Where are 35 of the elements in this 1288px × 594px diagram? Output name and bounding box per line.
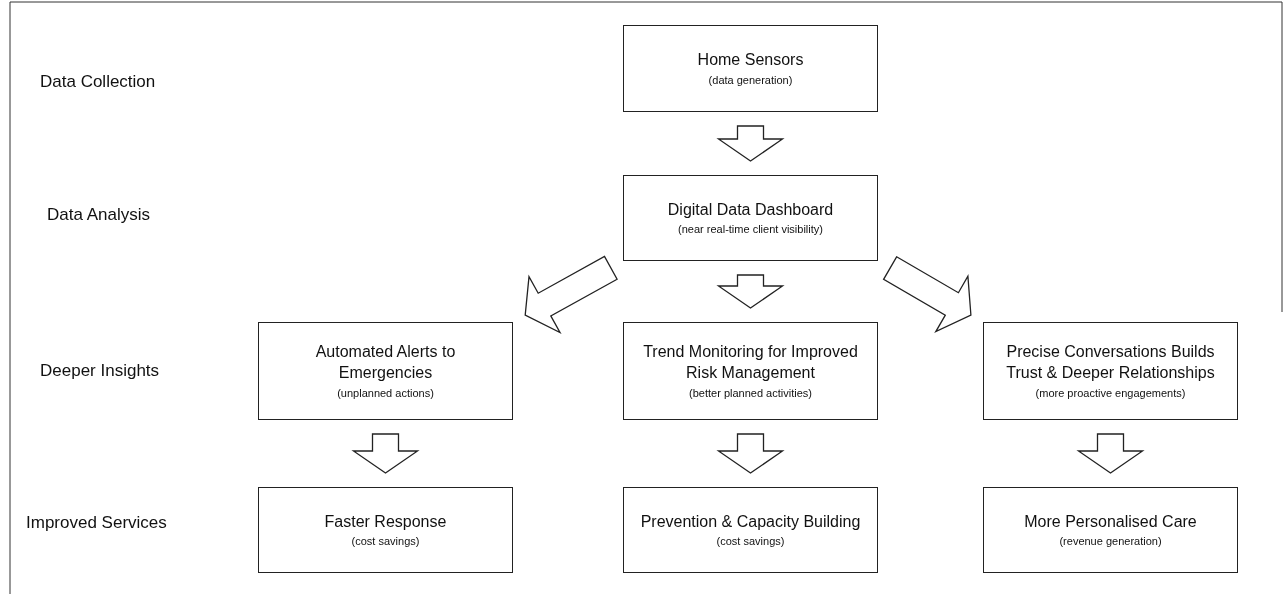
row-label: Improved Services xyxy=(26,513,167,533)
box-title: Prevention & Capacity Building xyxy=(640,511,861,532)
box-title: Precise Conversations Builds Trust & Deeper Relationships xyxy=(1005,341,1216,384)
box-title: More Personalised Care xyxy=(1024,511,1197,532)
box-title: Faster Response xyxy=(324,511,447,532)
box-subtitle: (cost savings) xyxy=(351,534,420,550)
box-subtitle: (data generation) xyxy=(708,72,793,88)
block-arrow xyxy=(716,433,785,474)
box-title: Home Sensors xyxy=(697,50,804,70)
row-label: Data Collection xyxy=(40,72,156,92)
box-subtitle: (near real-time client visibility) xyxy=(678,222,823,238)
box-subtitle: (revenue generation) xyxy=(1059,534,1162,550)
row-label: Data Analysis xyxy=(47,205,150,225)
box-subtitle: (unplanned actions) xyxy=(337,385,434,401)
process-box xyxy=(623,322,878,420)
block-arrow xyxy=(524,255,618,334)
process-box xyxy=(258,487,513,573)
process-box xyxy=(623,175,878,261)
block-arrow xyxy=(351,433,420,474)
box-title: Digital Data Dashboard xyxy=(667,199,834,220)
block-arrow xyxy=(1076,433,1145,474)
box-subtitle: (cost savings) xyxy=(716,534,785,550)
box-title: Trend Monitoring for Improved Risk Management xyxy=(642,341,859,384)
box-title: Automated Alerts to Emergencies xyxy=(314,341,457,384)
process-box xyxy=(983,487,1238,573)
box-subtitle: (more proactive engagements) xyxy=(1035,385,1186,401)
block-arrow xyxy=(882,255,972,334)
process-box xyxy=(258,322,513,420)
process-box xyxy=(623,487,878,573)
process-box xyxy=(983,322,1238,420)
box-subtitle: (better planned activities) xyxy=(689,385,812,401)
block-arrow xyxy=(716,125,785,162)
row-label: Deeper Insights xyxy=(40,361,160,381)
block-arrow xyxy=(716,274,785,309)
process-box xyxy=(623,25,878,112)
